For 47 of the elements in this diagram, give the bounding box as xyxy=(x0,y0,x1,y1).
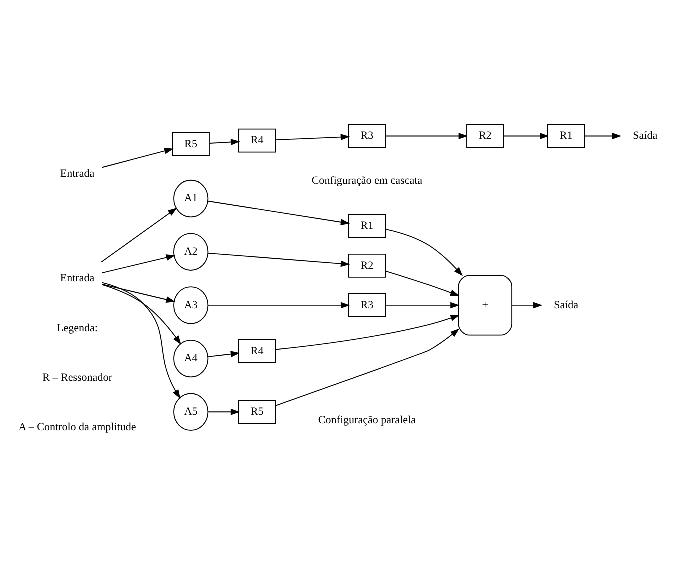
node-text: Saída xyxy=(554,298,579,311)
arrow xyxy=(208,252,350,267)
arrow xyxy=(385,228,463,276)
arrow xyxy=(275,314,460,350)
arrow xyxy=(385,302,460,308)
arrow xyxy=(503,132,550,139)
arrow xyxy=(102,282,181,399)
arrow xyxy=(512,302,543,308)
arrow xyxy=(275,134,350,140)
arrow xyxy=(208,302,350,308)
arrow xyxy=(208,408,240,415)
arrow xyxy=(208,200,350,226)
arrow xyxy=(385,132,468,139)
node-box: R4 xyxy=(238,338,276,363)
node-box: R2 xyxy=(348,253,386,278)
arrow xyxy=(101,207,178,262)
label: R – Ressonador xyxy=(42,371,112,384)
node-box: R3 xyxy=(348,293,386,317)
arrow xyxy=(102,284,182,344)
label: Configuração paralela xyxy=(318,414,416,426)
node-circle: A5 xyxy=(174,392,209,430)
arrow xyxy=(102,148,174,168)
node-text: Saída xyxy=(633,130,658,142)
node-circle: A2 xyxy=(174,232,209,270)
node-box: R2 xyxy=(466,124,504,148)
arrow xyxy=(584,132,622,139)
arrow xyxy=(102,254,176,274)
label: A – Controlo da amplitude xyxy=(18,421,136,434)
node-box: R1 xyxy=(547,124,586,148)
label: Legenda: xyxy=(57,322,98,334)
node-circle: A1 xyxy=(174,179,209,218)
arrow xyxy=(208,350,240,358)
node-circle: A3 xyxy=(174,286,209,324)
node-text: Entrada xyxy=(60,167,95,180)
node-box: R5 xyxy=(238,400,276,424)
node-box: + xyxy=(458,274,513,336)
arrow xyxy=(102,284,176,302)
node-circle: A4 xyxy=(174,339,209,378)
arrow xyxy=(275,328,460,406)
node-box: R3 xyxy=(348,124,386,148)
arrow xyxy=(385,270,460,296)
node-box: R5 xyxy=(172,132,210,156)
node-box: R1 xyxy=(348,214,386,238)
node-box: R4 xyxy=(238,128,276,152)
label: Configuração em cascata xyxy=(312,174,423,187)
arrow xyxy=(209,138,240,145)
node-text: Entrada xyxy=(60,272,95,284)
